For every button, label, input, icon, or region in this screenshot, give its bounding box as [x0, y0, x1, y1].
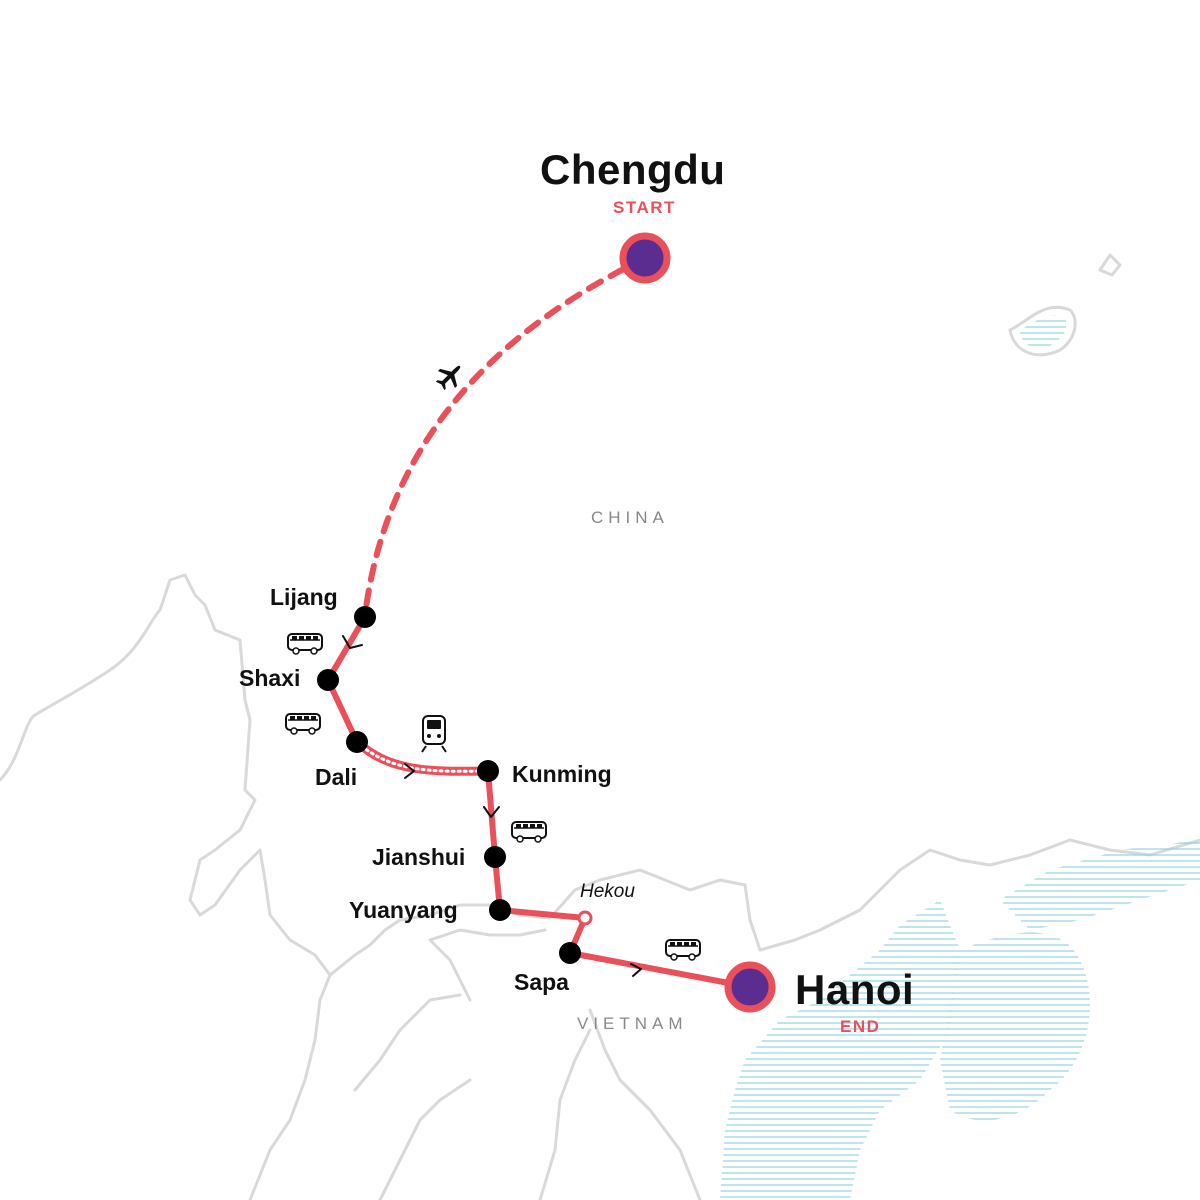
end-tag: END — [840, 1017, 881, 1036]
bus-route-lijang-shaxi — [325, 614, 368, 683]
stop-marker-yuanyang — [489, 899, 511, 921]
plane-icon — [435, 365, 461, 391]
stop-marker-hekou — [577, 910, 593, 926]
country-borders — [0, 253, 1200, 1200]
endpoint-end-marker — [724, 961, 776, 1013]
stop-label-kunming: Kunming — [512, 761, 612, 787]
stop-marker-jianshui — [484, 846, 506, 868]
route — [325, 255, 753, 990]
flight-route — [362, 255, 648, 618]
country-label-vietnam: VIETNAM — [577, 1014, 688, 1033]
bus-route-kunming-yuanyang — [485, 768, 503, 913]
endpoint-start-marker — [619, 232, 671, 284]
bus-route-sapa-hanoi — [567, 950, 753, 990]
stop-markers — [317, 606, 593, 964]
start-tag: START — [613, 198, 676, 217]
stop-label-jianshui: Jianshui — [372, 844, 466, 870]
stop-label-yuanyang: Yuanyang — [349, 897, 458, 923]
stop-marker-lijang — [354, 606, 376, 628]
stop-label-lijang: Lijang — [270, 584, 338, 610]
direction-arrows — [342, 635, 642, 977]
stop-marker-sapa — [559, 942, 581, 964]
country-label-china: CHINA — [591, 508, 669, 527]
end-city-label: Hanoi — [795, 966, 915, 1013]
coastline-water — [720, 315, 1200, 1200]
bus-route-yuanyang-hekou — [497, 907, 588, 921]
start-city-label: Chengdu — [540, 146, 726, 193]
bus-icon — [511, 821, 547, 843]
stop-marker-shaxi — [317, 669, 339, 691]
bus-icon — [285, 713, 321, 735]
bus-route-shaxi-dali — [325, 677, 360, 745]
stop-label-sapa: Sapa — [514, 969, 569, 995]
stop-marker-dali — [346, 731, 368, 753]
train-icon — [421, 715, 447, 753]
bus-icon — [287, 633, 323, 655]
stop-label-dali: Dali — [315, 764, 358, 790]
stop-label-shaxi: Shaxi — [239, 665, 301, 691]
stop-marker-kunming — [477, 760, 499, 782]
bus-icon — [665, 939, 701, 961]
stop-label-hekou: Hekou — [580, 881, 635, 902]
